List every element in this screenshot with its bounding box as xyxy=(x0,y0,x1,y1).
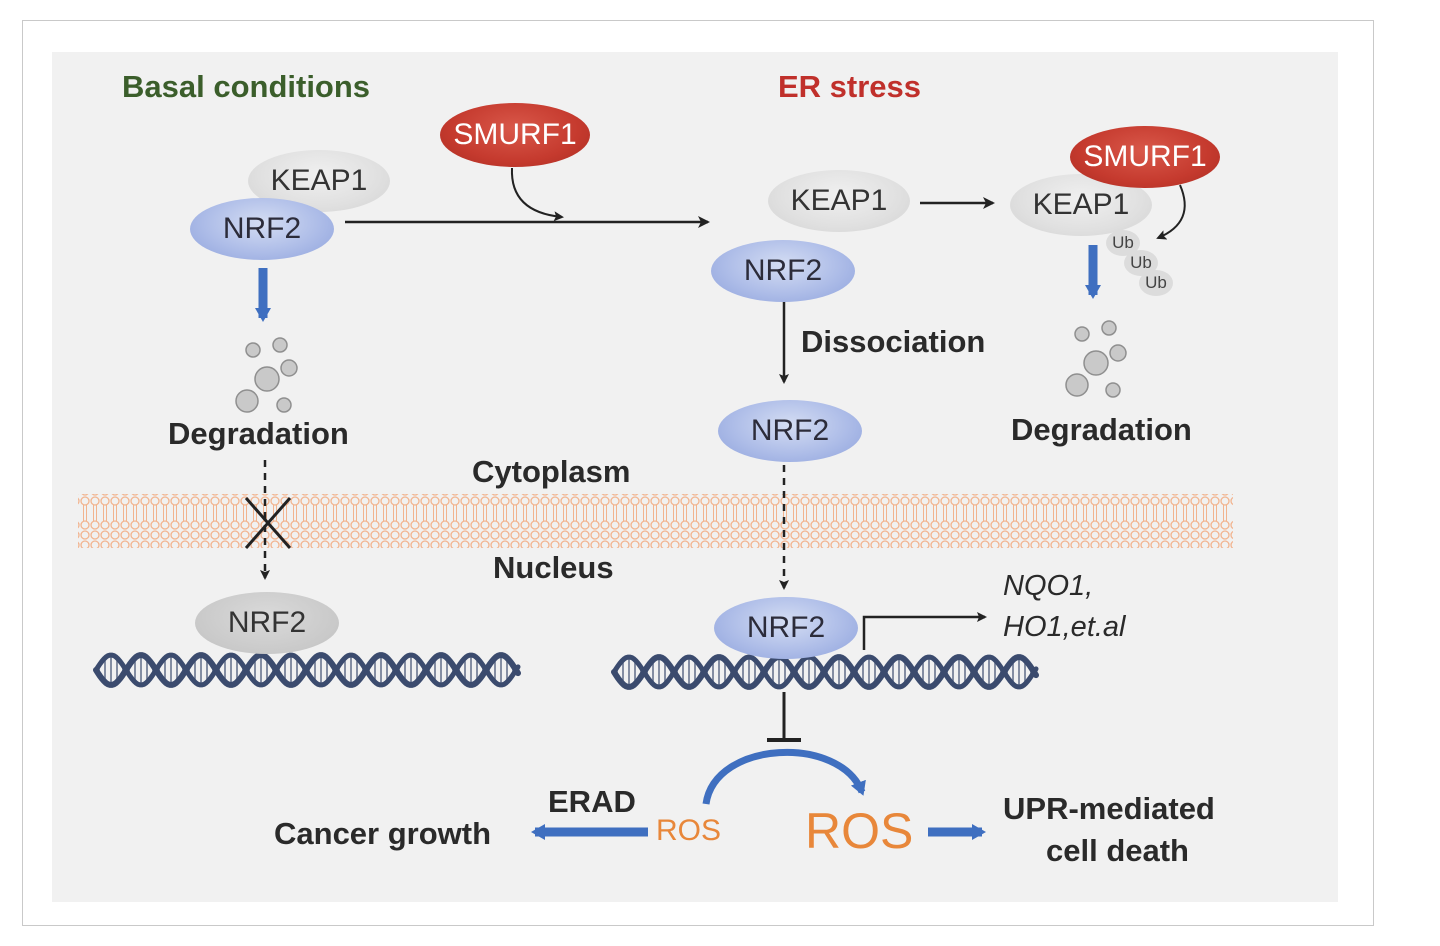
cancer-growth-label: Cancer growth xyxy=(274,816,492,851)
smurf1-bound: SMURF1 xyxy=(1070,126,1220,188)
dna-helix-right xyxy=(611,654,1039,690)
ros-low-label: ROS xyxy=(656,814,722,847)
ub-tag-1-label: Ub xyxy=(1112,233,1134,252)
ubiquitination-arrow xyxy=(1156,184,1186,240)
nrf2-basal: NRF2 xyxy=(190,198,334,260)
target-genes-line1: NQO1, xyxy=(1003,570,1094,602)
basal-conditions-title: Basal conditions xyxy=(122,69,371,104)
smurf1-input-arrow xyxy=(510,167,564,222)
nrf2-er: NRF2 xyxy=(711,240,855,302)
keap1-er: KEAP1 xyxy=(768,170,910,232)
target-genes-line2: HO1,et.al xyxy=(1003,611,1126,643)
keap1-er-label: KEAP1 xyxy=(790,184,888,217)
upr-label-line2: cell death xyxy=(1046,833,1189,868)
cytoplasm-label: Cytoplasm xyxy=(472,454,631,489)
degradation-label-left: Degradation xyxy=(168,416,349,451)
ub-tag-3-label: Ub xyxy=(1145,273,1167,292)
smurf1-top-label: SMURF1 xyxy=(453,118,577,151)
degradation-particles-left xyxy=(235,337,298,413)
er-stress-title: ER stress xyxy=(778,69,922,104)
dna-strand xyxy=(611,654,1039,690)
nucleus-label: Nucleus xyxy=(493,550,614,585)
nrf2-nucleus-basal: NRF2 xyxy=(195,592,339,654)
smurf1-top: SMURF1 xyxy=(440,103,590,167)
ros-high-label: ROS xyxy=(805,803,914,859)
keap1-ubiquitinated-label: KEAP1 xyxy=(1032,188,1130,221)
nrf2-nucleus-basal-label: NRF2 xyxy=(227,606,307,639)
upr-label-line1: UPR-mediated xyxy=(1003,791,1215,826)
dna-helix-left xyxy=(93,652,521,688)
smurf1-bound-label: SMURF1 xyxy=(1083,140,1207,173)
keap1-basal-label: KEAP1 xyxy=(270,164,368,197)
degradation-label-right: Degradation xyxy=(1011,412,1192,447)
ros-accumulation-arc xyxy=(702,749,866,805)
transcription-arrow xyxy=(862,612,987,650)
nrf2-free-label: NRF2 xyxy=(750,414,830,447)
nrf2-nucleus-er-label: NRF2 xyxy=(746,611,826,644)
degradation-particles-right xyxy=(1065,320,1127,398)
ub-tag-1: Ub xyxy=(1106,230,1140,256)
blocked-x-2 xyxy=(244,497,292,549)
ub-tag-3: Ub xyxy=(1139,270,1173,296)
ub-tag-2-label: Ub xyxy=(1130,253,1152,272)
nrf2-free: NRF2 xyxy=(718,400,862,462)
erad-label: ERAD xyxy=(548,784,636,819)
dna-strand xyxy=(93,652,521,688)
dissociation-label: Dissociation xyxy=(801,324,986,359)
nrf2-er-label: NRF2 xyxy=(743,254,823,287)
nrf2-basal-label: NRF2 xyxy=(222,212,302,245)
nrf2-nucleus-er: NRF2 xyxy=(714,597,858,659)
